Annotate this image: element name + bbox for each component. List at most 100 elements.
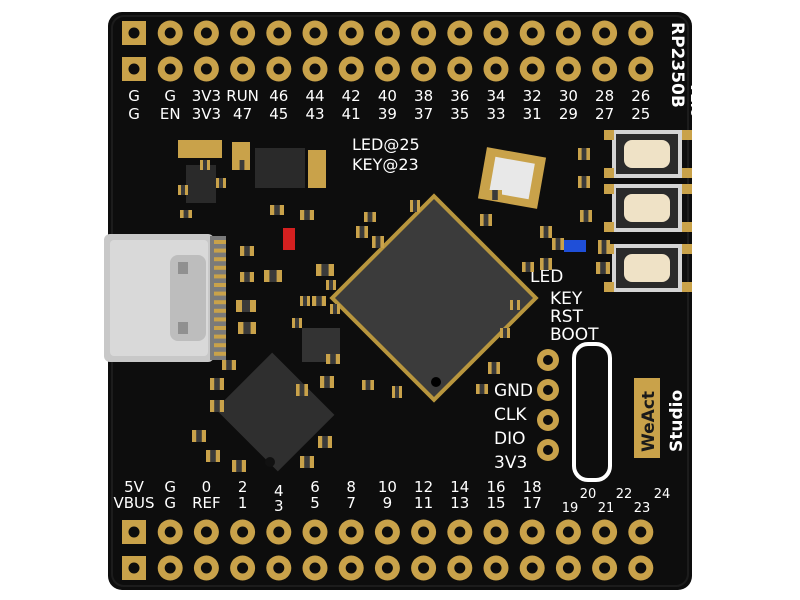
bottom-header-pins: [122, 519, 654, 581]
top-pin-label: 34: [486, 87, 505, 105]
smd-component: [240, 246, 254, 256]
smd-component: [222, 360, 236, 370]
header-pin: [447, 20, 473, 46]
top-pin-label: EN: [160, 105, 181, 123]
top-pin-label: 3V3: [192, 87, 221, 105]
header-pin: [193, 519, 219, 545]
blue-led: [564, 240, 586, 252]
smd-component: [264, 270, 282, 282]
header-pin: [447, 519, 473, 545]
header-pin: [122, 57, 146, 81]
header-pin: [266, 555, 292, 581]
bottom-pin-label: 5: [310, 494, 320, 512]
top-pin-label: 30: [559, 87, 578, 105]
header-pin: [447, 56, 473, 82]
board-model-text: RP2350B: [667, 22, 687, 108]
header-pin: [374, 56, 400, 82]
header-pin: [519, 20, 545, 46]
header-pin: [157, 20, 183, 46]
svg-text:WeAct: WeAct: [639, 391, 659, 452]
smd-component: [372, 236, 384, 248]
smd-component: [500, 328, 510, 338]
smd-component: [410, 200, 420, 212]
top-pin-label: 33: [486, 105, 505, 123]
tactile-buttons: [604, 130, 692, 292]
bottom-pin-label: 8: [346, 478, 356, 496]
bottom-pin-label: 0: [202, 478, 212, 496]
smd-component: [192, 430, 206, 442]
smd-component: [178, 185, 188, 195]
top-pin-label: 41: [342, 105, 361, 123]
bottom-pin-label: 2: [238, 478, 248, 496]
led-pin-label: LED@25: [352, 135, 420, 154]
smd-component: [270, 205, 284, 215]
header-pin: [628, 519, 654, 545]
top-pin-label: RUN: [226, 87, 259, 105]
header-pin: [592, 555, 618, 581]
header-pin: [519, 519, 545, 545]
bottom-pin-label: 1: [238, 494, 248, 512]
top-pin-label: 28: [595, 87, 614, 105]
top-pin-label: 39: [378, 105, 397, 123]
header-pin: [338, 20, 364, 46]
smd-component: [510, 300, 520, 310]
header-pin: [266, 519, 292, 545]
smd-passive-components: [178, 148, 610, 472]
bottom-pin-label: 11: [414, 494, 433, 512]
tactile-button: [604, 244, 692, 292]
header-pin: [555, 20, 581, 46]
smd-component: [598, 240, 610, 254]
header-pin: [628, 20, 654, 46]
bottom-pin-label: 9: [383, 494, 393, 512]
bottom-pin-label: 22: [616, 487, 633, 502]
smd-component: [292, 318, 302, 328]
header-pin: [483, 56, 509, 82]
top-pin-label: 40: [378, 87, 397, 105]
smd-component: [238, 322, 256, 334]
swd-label-dio: DIO: [494, 429, 526, 449]
bottom-pin-label: 18: [523, 478, 542, 496]
red-led: [283, 228, 295, 250]
header-pin: [122, 556, 146, 580]
header-pin: [266, 20, 292, 46]
header-pin: [193, 20, 219, 46]
smd-component: [488, 362, 500, 374]
header-pin: [374, 555, 400, 581]
swd-label-3v3: 3V3: [494, 453, 527, 473]
header-pin: [266, 56, 292, 82]
header-pin: [374, 519, 400, 545]
smd-component: [236, 300, 256, 312]
bottom-pin-label: 12: [414, 478, 433, 496]
header-pin: [483, 519, 509, 545]
flash-chip: [215, 352, 335, 472]
smd-component: [580, 210, 592, 222]
smd-component: [296, 384, 308, 396]
header-pin: [628, 555, 654, 581]
top-header-pins: [122, 20, 654, 82]
header-pin: [411, 519, 437, 545]
bottom-pin-label: 7: [346, 494, 356, 512]
smd-component: [240, 272, 254, 282]
bottom-pin-label: 6: [310, 478, 320, 496]
smd-component: [364, 212, 376, 222]
header-pin: [411, 56, 437, 82]
header-pin: [302, 20, 328, 46]
header-pin: [483, 555, 509, 581]
header-pin: [592, 20, 618, 46]
key-pin-label: KEY@23: [352, 155, 419, 174]
smd-component: [392, 386, 402, 398]
smd-component: [540, 258, 552, 270]
header-pin: [338, 56, 364, 82]
smd-component: [236, 160, 248, 170]
bottom-pin-label: 16: [486, 478, 505, 496]
bottom-pin-label: G: [164, 478, 176, 496]
swd-connector-outline: [572, 342, 612, 482]
header-pin: [628, 56, 654, 82]
top-pin-label: 31: [523, 105, 542, 123]
smd-component: [488, 190, 502, 200]
smd-component: [300, 210, 314, 220]
smd-component: [206, 450, 220, 462]
smd-component: [326, 280, 336, 290]
header-pin: [157, 555, 183, 581]
